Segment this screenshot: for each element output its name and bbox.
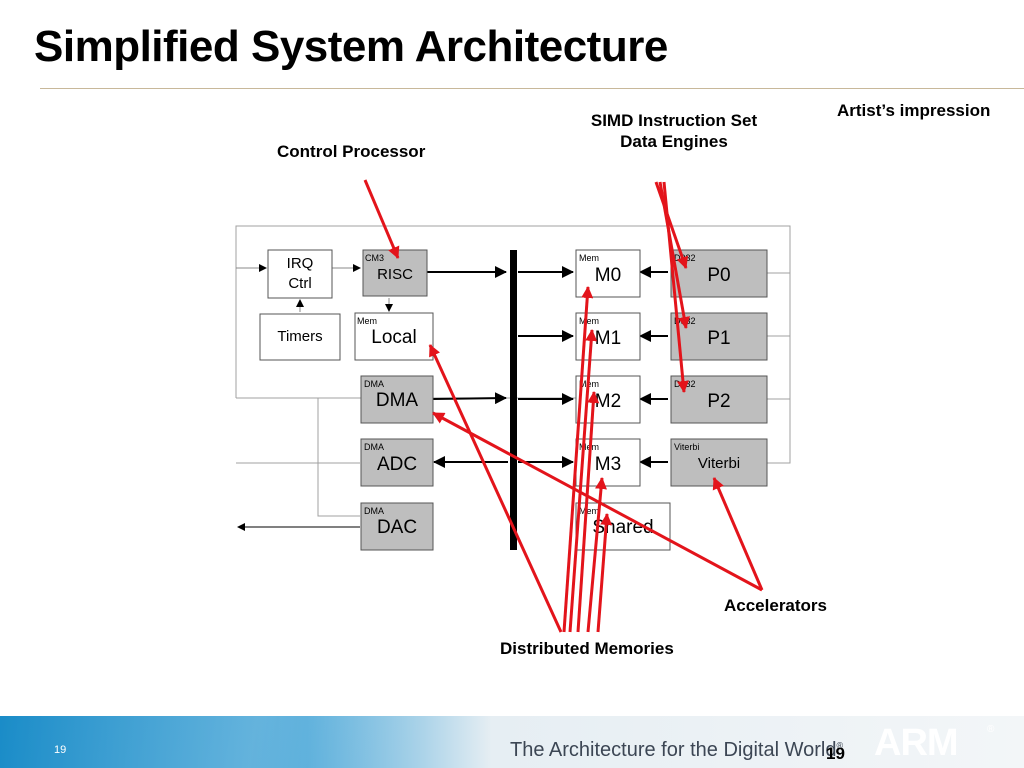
p2-block: D932 P2 bbox=[670, 375, 768, 424]
viterbi-tag: Viterbi bbox=[674, 442, 699, 452]
simd-label-line1: SIMD Instruction Set bbox=[590, 111, 758, 130]
dac-label: DAC bbox=[377, 517, 417, 538]
dma-block: DMA DMA bbox=[360, 375, 434, 424]
arm-logo: ARM bbox=[874, 722, 959, 764]
dac-tag: DMA bbox=[364, 506, 384, 516]
arrow-simd-to-p0 bbox=[654, 181, 689, 269]
irq-label-line2: Ctrl bbox=[288, 275, 311, 292]
p1-label: P1 bbox=[707, 328, 730, 349]
m1-block: Mem M1 bbox=[575, 312, 641, 361]
accelerators-label: Accelerators bbox=[724, 596, 828, 615]
risc-label: RISC bbox=[377, 266, 413, 283]
irq-label-line1: IRQ bbox=[287, 255, 314, 272]
p0-block: D932 P0 bbox=[670, 249, 768, 298]
dma-tag: DMA bbox=[364, 379, 384, 389]
simd-label: SIMD Instruction Set Data Engines bbox=[574, 111, 774, 152]
arrow-mem-to-local bbox=[428, 344, 563, 633]
tagline-text: The Architecture for the Digital World bbox=[510, 739, 837, 761]
distributed-memories-label: Distributed Memories bbox=[500, 639, 674, 658]
arrow-accel-to-dma bbox=[432, 411, 763, 592]
m2-label: M2 bbox=[595, 391, 621, 412]
footer-page-number: 19 bbox=[54, 744, 67, 756]
arrow-accel-to-viterbi bbox=[712, 477, 764, 591]
m1-tag: Mem bbox=[579, 316, 599, 326]
local-label: Local bbox=[371, 327, 416, 348]
adc-label: ADC bbox=[377, 454, 417, 475]
m0-label: M0 bbox=[595, 265, 621, 286]
viterbi-block: Viterbi Viterbi bbox=[670, 438, 768, 487]
arrow-mem-to-shared bbox=[596, 513, 613, 633]
dac-block: DMA DAC bbox=[360, 502, 434, 551]
shared-memory-block: Mem Shared bbox=[575, 502, 671, 551]
risc-block: CM3 RISC bbox=[362, 249, 428, 297]
adc-tag: DMA bbox=[364, 442, 384, 452]
arrow-mem-to-m2 bbox=[576, 391, 600, 633]
slide-number: 19 bbox=[826, 744, 845, 763]
footer-tagline: The Architecture for the Digital World® bbox=[510, 739, 843, 762]
irq-ctrl-block: IRQ Ctrl bbox=[267, 249, 333, 299]
simd-label-line2: Data Engines bbox=[620, 132, 728, 151]
m0-tag: Mem bbox=[579, 253, 599, 263]
arrow-control-to-risc bbox=[363, 179, 400, 259]
red-callout-arrows bbox=[363, 179, 764, 633]
title-divider bbox=[40, 88, 1024, 89]
footer-wave bbox=[0, 716, 420, 768]
logo-registered-mark: ® bbox=[987, 724, 995, 735]
timers-label: Timers bbox=[277, 328, 322, 345]
tagline-registered: ® bbox=[836, 740, 844, 751]
shared-tag: Mem bbox=[579, 506, 599, 516]
control-processor-label: Control Processor bbox=[277, 142, 426, 161]
footer-band bbox=[0, 716, 1024, 768]
p0-label: P0 bbox=[707, 265, 730, 286]
arrow-mem-to-m0 bbox=[562, 286, 594, 633]
m3-label: M3 bbox=[595, 454, 621, 475]
m3-block: Mem M3 bbox=[575, 438, 641, 487]
dma-label: DMA bbox=[376, 390, 419, 411]
bus-connections bbox=[427, 266, 668, 468]
artist-impression-note: Artist’s impression bbox=[837, 101, 991, 120]
arrow-simd-to-p1 bbox=[658, 181, 690, 329]
p2-label: P2 bbox=[707, 391, 730, 412]
arrow-simd-to-p2 bbox=[662, 181, 689, 393]
slide-title: Simplified System Architecture bbox=[34, 22, 668, 71]
viterbi-label: Viterbi bbox=[698, 455, 740, 472]
arrow-mem-to-m1 bbox=[568, 329, 598, 633]
local-tag: Mem bbox=[357, 316, 377, 326]
system-bus bbox=[510, 250, 517, 550]
adc-block: DMA ADC bbox=[360, 438, 434, 487]
m0-block: Mem M0 bbox=[575, 249, 641, 298]
arrow-mem-to-m3 bbox=[586, 477, 607, 633]
m1-label: M1 bbox=[595, 328, 621, 349]
risc-tag: CM3 bbox=[365, 253, 384, 263]
timers-block: Timers bbox=[259, 313, 341, 361]
local-memory-block: Mem Local bbox=[354, 312, 434, 361]
